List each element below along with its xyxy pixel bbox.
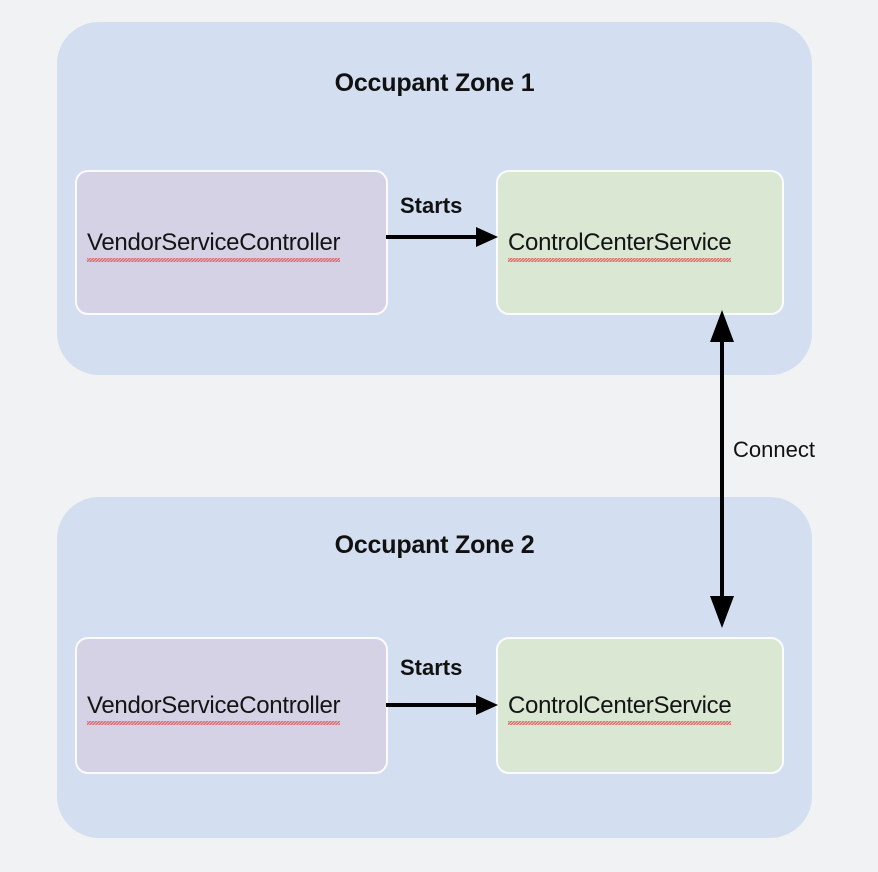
- connect-label: Connect: [733, 437, 815, 462]
- node-vendor-service-controller-zone-2[interactable]: VendorServiceController: [75, 637, 388, 774]
- node-label: ControlCenterService: [498, 692, 732, 725]
- zone-2-title: Occupant Zone 2: [334, 531, 535, 559]
- node-label: VendorServiceController: [77, 692, 341, 725]
- node-vendor-service-controller-zone-1[interactable]: VendorServiceController: [75, 170, 388, 315]
- zone-1-title: Occupant Zone 1: [334, 69, 535, 97]
- starts-arrow-zone-2: [386, 695, 498, 715]
- starts-label-zone-1: Starts: [400, 193, 463, 218]
- node-label: ControlCenterService: [498, 229, 732, 262]
- connect-bidirectional-arrow: [710, 310, 734, 628]
- node-control-center-service-zone-2[interactable]: ControlCenterService: [496, 637, 784, 774]
- starts-label-zone-2: Starts: [400, 655, 463, 680]
- starts-arrow-zone-1: [386, 227, 498, 247]
- node-control-center-service-zone-1[interactable]: ControlCenterService: [496, 170, 784, 315]
- node-label: VendorServiceController: [77, 229, 341, 262]
